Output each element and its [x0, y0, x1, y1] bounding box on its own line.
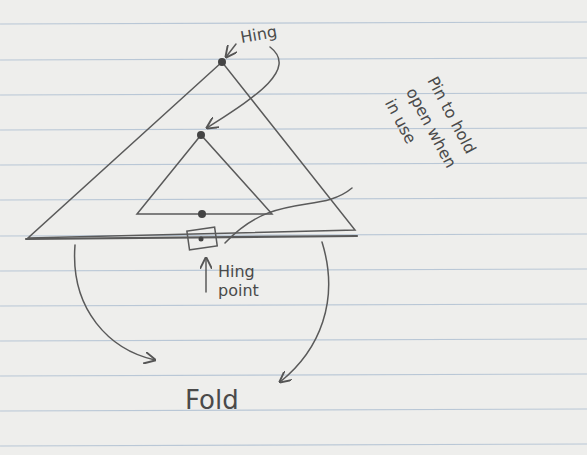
pin-block [187, 227, 217, 250]
hinge-label: Hing [239, 16, 311, 47]
hinge-arrow [207, 47, 279, 128]
leader-line [225, 188, 352, 243]
fold-line [26, 236, 357, 239]
fold-arrow [75, 245, 155, 360]
pin-dot [198, 210, 206, 218]
pin-note: Pin to hold open when in use [378, 72, 486, 190]
hinge-point-arrow [205, 258, 207, 292]
hinge-dot [197, 131, 205, 139]
hinge-dot [218, 58, 226, 66]
fold-arrow [280, 242, 329, 382]
inner-triangle [137, 135, 272, 214]
ruled-lines [0, 22, 587, 446]
fold-label: Fold [185, 385, 295, 416]
hinge-point-label: Hing point [218, 262, 276, 300]
pin-dot [199, 237, 204, 242]
hinge-arrow [226, 44, 236, 57]
outer-triangle [28, 62, 355, 238]
